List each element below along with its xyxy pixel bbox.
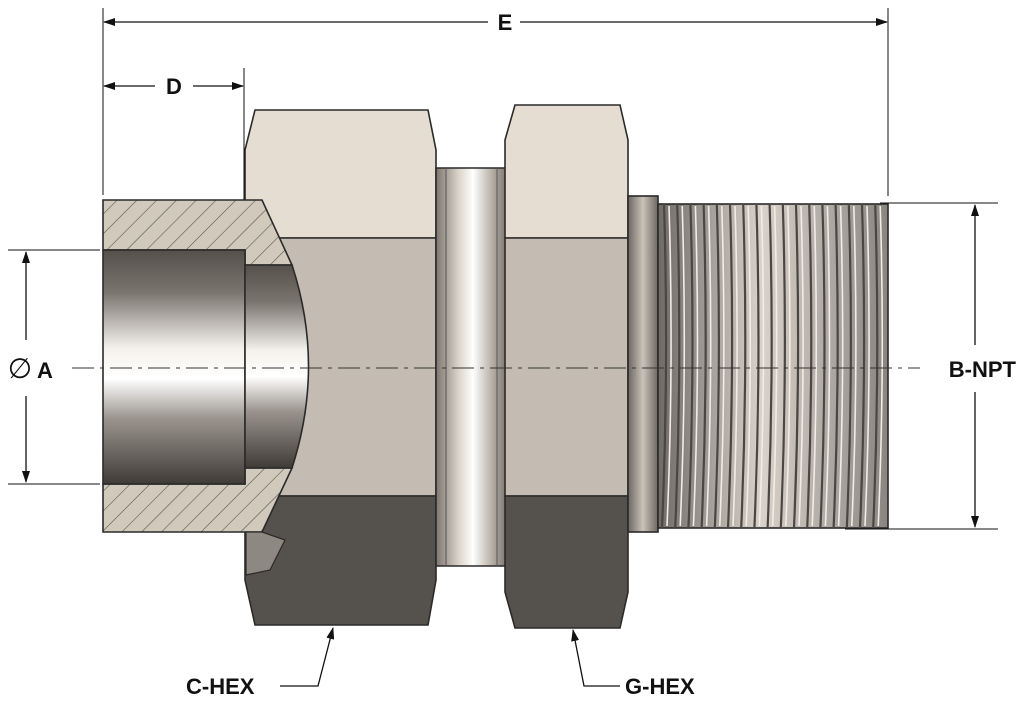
thread-highlight bbox=[692, 205, 699, 527]
leader-g-hex: G-HEX bbox=[571, 629, 695, 699]
dimension-d: D bbox=[103, 68, 245, 200]
thread-highlight bbox=[705, 205, 712, 527]
socket-section bbox=[102, 199, 310, 576]
thread-highlight bbox=[758, 205, 765, 527]
thread-crest bbox=[779, 203, 786, 529]
thread-crest bbox=[726, 203, 734, 529]
thread-crest bbox=[766, 203, 773, 529]
thread-highlight bbox=[732, 205, 738, 527]
thread-highlight bbox=[785, 205, 791, 527]
thread-crest bbox=[806, 203, 813, 529]
thread-crest bbox=[792, 203, 800, 529]
thread-highlight bbox=[864, 205, 870, 527]
thread-highlight bbox=[877, 205, 884, 527]
thread-crest bbox=[858, 203, 866, 529]
thread-highlight bbox=[745, 205, 752, 527]
label-b-npt: B-NPT bbox=[949, 357, 1017, 382]
thread-highlight bbox=[851, 205, 857, 527]
thread-crest bbox=[832, 203, 839, 529]
thread-highlight bbox=[666, 205, 672, 527]
thread-crest bbox=[872, 203, 879, 529]
thread-crests bbox=[660, 203, 884, 529]
thread-highlight bbox=[798, 205, 804, 527]
thread-crest bbox=[660, 203, 668, 529]
union-ring bbox=[435, 149, 511, 583]
thread-crest bbox=[753, 203, 760, 529]
leader-c-hex: C-HEX bbox=[186, 627, 335, 699]
label-a: A bbox=[37, 358, 53, 383]
thread-crest bbox=[845, 203, 852, 529]
g-hex-nut bbox=[504, 104, 629, 629]
thread-crest bbox=[740, 203, 747, 529]
dimension-a: ∅ A bbox=[8, 249, 100, 485]
label-c-hex: C-HEX bbox=[186, 674, 255, 699]
thread-highlight bbox=[811, 205, 818, 527]
thread-highlight bbox=[824, 205, 831, 527]
label-e: E bbox=[498, 10, 513, 35]
thread-highlight bbox=[771, 205, 778, 527]
label-g-hex: G-HEX bbox=[625, 674, 695, 699]
thread-crest bbox=[700, 203, 707, 529]
thread-crest bbox=[713, 203, 720, 529]
thread-crest bbox=[687, 203, 694, 529]
diameter-symbol: ∅ bbox=[8, 352, 32, 385]
thread-highlight bbox=[679, 205, 686, 527]
label-d: D bbox=[166, 74, 182, 99]
thread-crest bbox=[819, 203, 826, 529]
thread-highlight bbox=[719, 205, 725, 527]
thread-crest bbox=[674, 203, 681, 529]
dimension-e: E bbox=[102, 8, 889, 196]
thread-highlight bbox=[837, 205, 844, 527]
npt-thread bbox=[627, 195, 889, 533]
dimension-b: B-NPT bbox=[845, 202, 1017, 530]
